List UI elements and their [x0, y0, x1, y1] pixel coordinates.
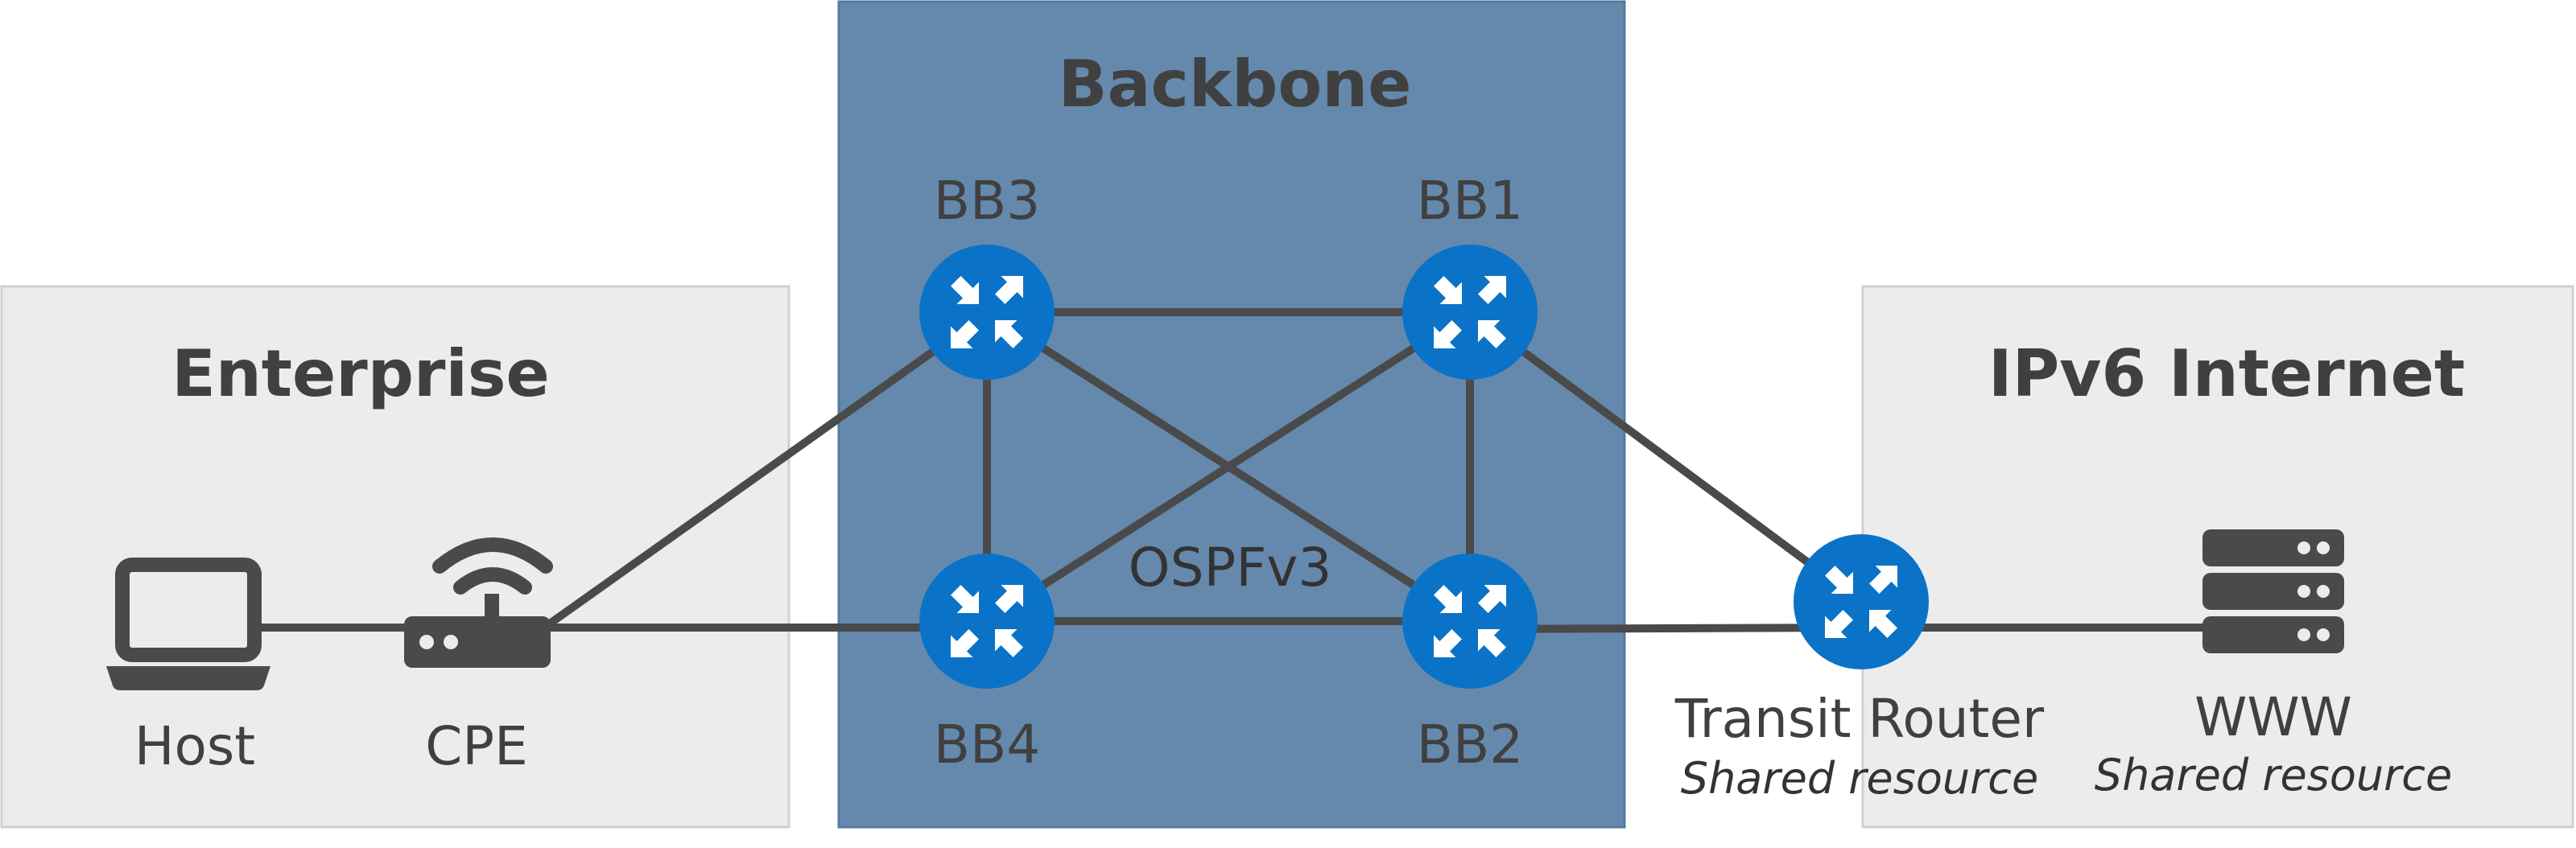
bb1-label: BB1: [1417, 170, 1524, 232]
router-icon: [1402, 554, 1538, 689]
backbone-title: Backbone: [1058, 47, 1411, 121]
router-icon: [919, 245, 1055, 380]
router-icon: [1402, 245, 1538, 380]
bb4-label: BB4: [934, 714, 1041, 776]
link-bb1-bb4: [983, 308, 1474, 625]
laptop-icon: [106, 558, 270, 690]
enterprise-zone: [0, 285, 791, 829]
server-stack-icon: [2202, 529, 2344, 653]
router-bb4: [919, 554, 1055, 689]
router-icon: [1794, 534, 1929, 669]
router-transit: [1794, 534, 1929, 669]
transit-note: Shared resource: [1681, 753, 2038, 804]
router-bb3: [919, 245, 1055, 380]
cpe-label: CPE: [425, 715, 528, 777]
bb2-label: BB2: [1417, 714, 1524, 776]
transit-label: Transit Router: [1674, 688, 2045, 750]
enterprise-title: Enterprise: [171, 336, 550, 411]
bb3-label: BB3: [934, 170, 1041, 232]
wifi-router-icon: [404, 537, 553, 668]
www-note: Shared resource: [2095, 750, 2452, 801]
ospf-area-label: OSPFv3: [1129, 537, 1332, 599]
link-cpe-bb3: [540, 344, 943, 632]
backbone-zone: [837, 0, 1626, 829]
link-bb1-transit: [1466, 308, 1865, 606]
www-label: WWW: [2194, 686, 2352, 748]
router-bb1: [1402, 245, 1538, 380]
internet-title: IPv6 Internet: [1988, 336, 2465, 411]
host-label: Host: [134, 715, 255, 777]
router-bb2: [1402, 554, 1538, 689]
router-icon: [919, 554, 1055, 689]
